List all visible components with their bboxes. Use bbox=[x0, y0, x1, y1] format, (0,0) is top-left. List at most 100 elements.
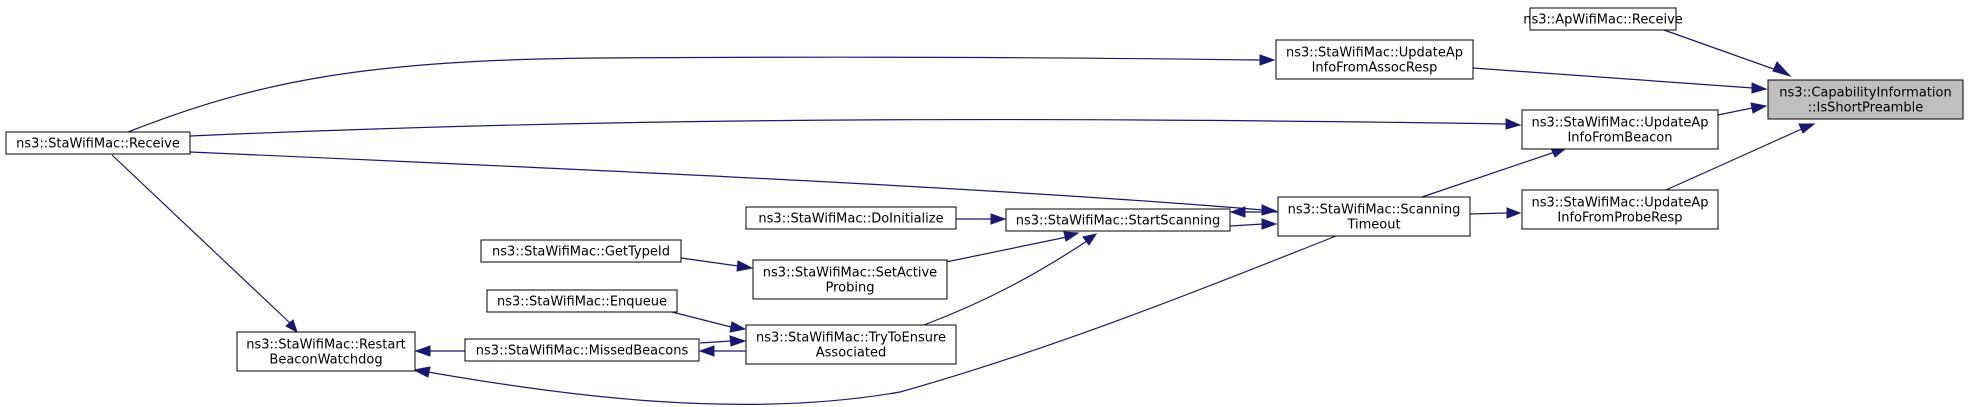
node-box bbox=[1767, 79, 1964, 120]
edge-scanning_timeout-to-update_probe_resp bbox=[1469, 207, 1522, 219]
node-label-line: ns3::StaWifiMac::DoInitialize bbox=[758, 212, 943, 227]
node-update-probe-resp[interactable]: ns3::StaWifiMac::UpdateApInfoFromProbeRe… bbox=[1521, 189, 1719, 230]
edge-enqueue-to-try_to_ensure bbox=[671, 311, 747, 333]
edge-sta_receive-to-update_beacon bbox=[189, 118, 1522, 137]
node-box bbox=[486, 289, 678, 313]
arrowhead-icon bbox=[736, 260, 754, 272]
edge-start_scanning-to-scanning_timeout bbox=[1229, 218, 1278, 230]
edge-line bbox=[1469, 212, 1508, 215]
edge-ap_receive-to-is_short_preamble bbox=[1663, 29, 1792, 77]
arrowhead-icon bbox=[414, 345, 431, 357]
node-label-line: ns3::StaWifiMac::Scanning bbox=[1288, 203, 1461, 218]
arrowhead-icon bbox=[1063, 231, 1080, 242]
node-box bbox=[5, 131, 191, 155]
edge-set_active_probing-to-start_scanning bbox=[945, 231, 1080, 263]
node-label-line: Timeout bbox=[1346, 218, 1400, 233]
edge-scanning_timeout-to-start_scanning bbox=[1229, 206, 1278, 218]
node-box bbox=[745, 324, 957, 365]
node-box bbox=[1529, 7, 1677, 31]
node-label-line: Associated bbox=[816, 346, 886, 361]
arrowhead-icon bbox=[1261, 218, 1278, 230]
arrowhead-icon bbox=[1082, 233, 1098, 246]
edge-update_assoc_resp-to-is_short_preamble bbox=[1472, 67, 1768, 94]
arrowhead-icon bbox=[1772, 61, 1792, 77]
edge-try_to_ensure-to-start_scanning bbox=[923, 233, 1098, 326]
node-label-line: ns3::StaWifiMac::UpdateAp bbox=[1286, 46, 1463, 61]
edge-line bbox=[1229, 223, 1264, 227]
node-box bbox=[752, 259, 948, 300]
node-label-line: Probing bbox=[826, 281, 875, 296]
node-box bbox=[480, 239, 682, 263]
node-is-short-preamble[interactable]: ns3::CapabilityInformation::IsShortPream… bbox=[1767, 79, 1964, 120]
arrowhead-icon bbox=[1505, 118, 1522, 130]
arrowhead-icon bbox=[412, 366, 431, 378]
arrowhead-icon bbox=[1229, 206, 1246, 218]
node-label-line: ns3::StaWifiMac::GetTypeId bbox=[492, 245, 670, 260]
edge-update_beacon-to-is_short_preamble bbox=[1717, 102, 1768, 116]
arrowhead-icon bbox=[729, 335, 747, 347]
node-label-line: BeaconWatchdog bbox=[269, 353, 382, 368]
node-box bbox=[1275, 39, 1474, 80]
edge-sta_receive-to-update_assoc_resp bbox=[127, 54, 1276, 133]
arrowhead-icon bbox=[1750, 102, 1768, 114]
edges-layer bbox=[111, 29, 1816, 406]
edge-line bbox=[923, 240, 1088, 326]
node-box bbox=[1277, 196, 1471, 237]
arrowhead-icon bbox=[1798, 123, 1816, 134]
edge-line bbox=[1421, 151, 1556, 198]
node-enqueue[interactable]: ns3::StaWifiMac::Enqueue bbox=[486, 289, 678, 313]
edge-line bbox=[127, 56, 1262, 133]
node-update-assoc-resp[interactable]: ns3::StaWifiMac::UpdateApInfoFromAssocRe… bbox=[1275, 39, 1474, 80]
arrowhead-icon bbox=[1751, 82, 1768, 94]
node-start-scanning[interactable]: ns3::StaWifiMac::StartScanning bbox=[1005, 208, 1231, 232]
edge-line bbox=[1717, 107, 1753, 116]
node-label-line: ns3::StaWifiMac::UpdateAp bbox=[1531, 116, 1708, 131]
node-label-line: ns3::StaWifiMac::TryToEnsure bbox=[756, 331, 946, 346]
edge-line bbox=[111, 154, 292, 325]
nodes-layer: ns3::CapabilityInformation::IsShortPream… bbox=[5, 7, 1964, 372]
edge-missed_beacons-to-restart_watchdog bbox=[414, 345, 465, 357]
node-label-line: ns3::StaWifiMac::Restart bbox=[246, 338, 406, 353]
edge-line bbox=[1472, 67, 1754, 89]
node-box bbox=[1521, 189, 1719, 230]
edge-scanning_timeout-to-restart_watchdog bbox=[412, 235, 1337, 406]
arrowhead-icon bbox=[1506, 207, 1522, 219]
edge-line bbox=[189, 118, 1508, 137]
edge-line bbox=[1663, 29, 1783, 73]
node-label-line: ns3::ApWifiMac::Receive bbox=[1523, 13, 1683, 28]
node-label-line: ns3::StaWifiMac::Enqueue bbox=[497, 295, 667, 310]
edge-sta_receive-to-restart_watchdog bbox=[111, 154, 298, 334]
node-label-line: ns3::StaWifiMac::SetActive bbox=[763, 266, 937, 281]
arrowhead-icon bbox=[1259, 54, 1276, 66]
node-label-line: InfoFromBeacon bbox=[1567, 131, 1672, 146]
edge-line bbox=[945, 236, 1068, 263]
node-label-line: ns3::StaWifiMac::Receive bbox=[16, 137, 180, 152]
node-label-line: ns3::StaWifiMac::MissedBeacons bbox=[476, 344, 689, 359]
node-box bbox=[236, 331, 416, 372]
arrowhead-icon bbox=[990, 213, 1007, 225]
node-missed-beacons[interactable]: ns3::StaWifiMac::MissedBeacons bbox=[464, 338, 700, 362]
node-box bbox=[464, 338, 700, 362]
edge-line bbox=[699, 340, 732, 344]
node-box bbox=[1521, 109, 1719, 150]
edge-do_initialize-to-start_scanning bbox=[956, 213, 1007, 225]
node-label-line: ns3::StaWifiMac::StartScanning bbox=[1016, 214, 1221, 229]
edge-line bbox=[189, 151, 1264, 211]
edge-missed_beacons-to-try_to_ensure bbox=[699, 335, 747, 347]
node-get-type-id[interactable]: ns3::StaWifiMac::GetTypeId bbox=[480, 239, 682, 263]
arrowhead-icon bbox=[698, 345, 715, 357]
node-do-initialize[interactable]: ns3::StaWifiMac::DoInitialize bbox=[745, 206, 957, 230]
node-ap-receive[interactable]: ns3::ApWifiMac::Receive bbox=[1523, 7, 1683, 31]
node-label-line: ns3::CapabilityInformation bbox=[1779, 86, 1951, 101]
arrowhead-icon bbox=[285, 319, 298, 334]
node-label-line: InfoFromProbeResp bbox=[1557, 211, 1682, 226]
node-label-line: ::IsShortPreamble bbox=[1808, 101, 1923, 116]
edge-try_to_ensure-to-missed_beacons bbox=[698, 345, 746, 357]
node-sta-receive[interactable]: ns3::StaWifiMac::Receive bbox=[5, 131, 191, 155]
